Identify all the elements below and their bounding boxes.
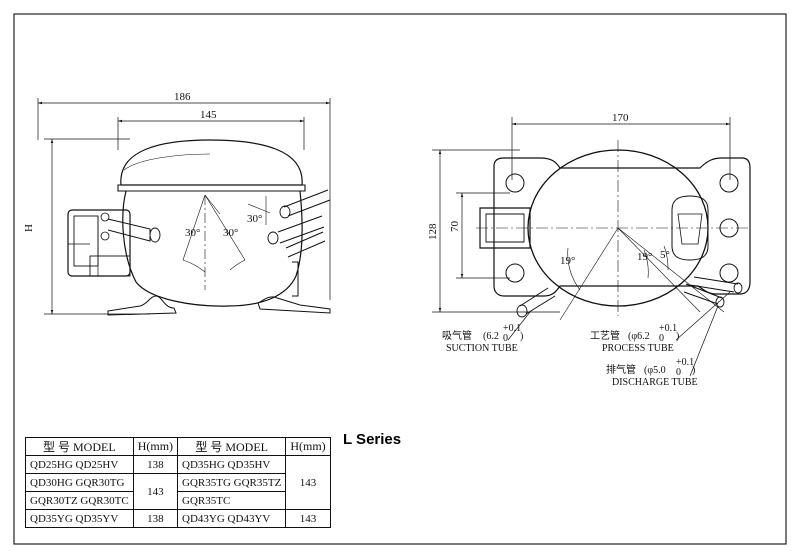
svg-text:0: 0 [503,333,508,344]
svg-text:+0.1: +0.1 [676,357,694,368]
table-row: GQR30TZ GQR30TC GQR35TC [25,491,331,510]
svg-text:工艺管: 工艺管 [590,329,620,342]
svg-text:): ) [520,331,523,342]
height-cell: 143 [285,509,331,528]
svg-text:): ) [676,331,679,342]
model-cell: GQR35TG GQR35TZ [177,473,287,492]
dim-128: 128 [427,223,439,240]
dim-145: 145 [200,109,217,121]
suction-tube-label: 吸气管 (6.2 0 +0.1 ) SUCTION TUBE [442,323,523,354]
svg-text:0: 0 [676,367,681,378]
series-title: L Series [343,431,402,448]
side-view-labels: 186 145 H 30° 30° 30° [23,91,262,239]
model-cell: QD35HG QD35HV [177,455,287,474]
svg-text:(6.2: (6.2 [483,331,499,342]
height-cell: 143 [285,455,331,510]
header-model-left: 型 号 MODEL [25,437,134,456]
model-cell: GQR35TC [177,491,287,510]
dim-170: 170 [612,112,629,124]
height-cell: 138 [132,455,179,474]
table-row: QD35YG QD35YV 138 QD43YG QD43YV 143 [25,509,331,528]
angle-5: 5° [660,249,670,261]
top-view-labels: 170 128 70 19° 19° 5° 吸气管 (6.2 0 +0.1 ) … [427,112,698,388]
svg-text:+0.1: +0.1 [659,323,677,334]
model-cell: QD30HG GQR30TG [25,473,134,492]
dim-186: 186 [174,91,191,103]
table-row: QD30HG GQR30TG 143 GQR35TG GQR35TZ [25,473,331,510]
height-cell: 143 [132,473,179,510]
model-cell: QD25HG QD25HV [25,455,134,474]
table-row: QD25HG QD25HV 138 QD35HG QD35HV 143 [25,455,331,510]
angle-19-left: 19° [560,255,575,267]
svg-text:): ) [692,365,695,376]
discharge-tube-label: 排气管 (φ5.0 0 +0.1 ) DISCHARGE TUBE [606,357,698,388]
svg-text:排气管: 排气管 [606,363,636,376]
header-h-right: H(mm) [285,437,331,456]
svg-text:PROCESS TUBE: PROCESS TUBE [602,343,674,354]
dim-70: 70 [449,221,461,233]
header-model-right: 型 号 MODEL [177,437,287,456]
top-view [432,117,751,377]
height-cell: 138 [132,509,179,528]
process-tube-label: 工艺管 (φ6.2 0 +0.1 ) PROCESS TUBE [590,323,679,354]
svg-text:0: 0 [659,333,664,344]
drawing-border [13,13,787,545]
model-cell: QD35YG QD35YV [25,509,134,528]
angle-30-mid: 30° [223,227,238,239]
svg-text:+0.1: +0.1 [503,323,521,334]
svg-text:(φ5.0: (φ5.0 [644,365,666,376]
model-cell: QD43YG QD43YV [177,509,287,528]
svg-text:(φ6.2: (φ6.2 [628,331,650,342]
angle-19-right: 19° [637,251,652,263]
side-view [37,98,331,316]
angle-30-left: 30° [185,227,200,239]
header-h-left: H(mm) [132,437,179,456]
dim-h: H [23,224,35,232]
angle-30-right: 30° [247,213,262,225]
svg-text:DISCHARGE TUBE: DISCHARGE TUBE [612,377,698,388]
svg-text:SUCTION TUBE: SUCTION TUBE [446,343,518,354]
model-table: 型 号 MODEL H(mm) 型 号 MODEL H(mm) QD25HG Q… [25,437,331,528]
table-header-row: 型 号 MODEL H(mm) 型 号 MODEL H(mm) [25,437,331,456]
svg-text:吸气管: 吸气管 [442,329,472,342]
model-cell: GQR30TZ GQR30TC [25,491,134,510]
